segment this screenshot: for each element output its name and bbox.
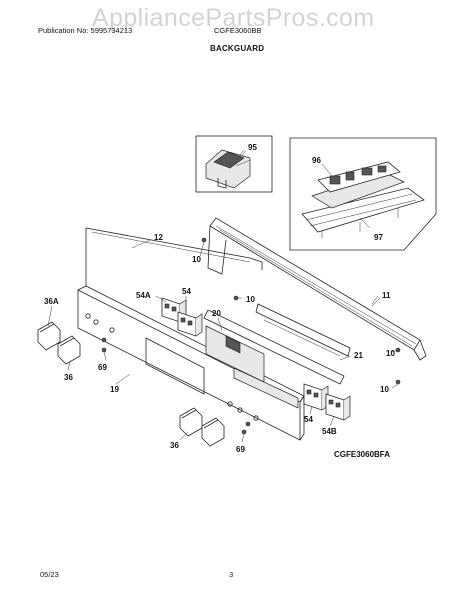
knobs: [37, 321, 225, 447]
callout-10-right: 10: [386, 349, 395, 358]
part-20-21-display: [203, 303, 351, 409]
callout-97: 97: [374, 233, 383, 242]
inset-95: [195, 135, 273, 193]
callout-69-left: 69: [98, 363, 107, 372]
callout-95: 95: [248, 143, 257, 152]
callout-36a: 36A: [44, 297, 59, 306]
callout-54b: 54B: [322, 427, 337, 436]
callout-54-bottom: 54: [304, 415, 313, 424]
callout-10-bottom: 10: [380, 385, 389, 394]
callout-36-bottom: 36: [170, 441, 179, 450]
callout-11: 11: [382, 291, 391, 300]
footer-page-number: 3: [229, 570, 234, 579]
callout-10-top: 10: [192, 255, 201, 264]
diagram-model-code: CGFE3060BFA: [334, 450, 391, 459]
screws: [101, 237, 401, 435]
publication-number: Publication No: 5995734213: [38, 26, 133, 35]
watermark: AppliancePartsPros.com: [92, 4, 375, 32]
callout-20: 20: [212, 309, 221, 318]
leader-lines: [47, 149, 399, 443]
model-number: CGFE3060BB: [214, 26, 262, 35]
callout-69-bottom: 69: [236, 445, 245, 454]
callout-36-left: 36: [64, 373, 73, 382]
callout-96: 96: [312, 156, 321, 165]
part-11-trim: [207, 217, 427, 361]
footer-date: 05/23: [40, 570, 59, 579]
inset-96-97: [289, 137, 437, 251]
callout-19: 19: [110, 385, 119, 394]
part-19-control-panel: [77, 285, 305, 441]
callout-54a: 54A: [136, 291, 151, 300]
section-title: BACKGUARD: [210, 44, 265, 53]
callout-10-mid: 10: [246, 295, 255, 304]
switches: [161, 297, 351, 421]
callout-12: 12: [154, 233, 163, 242]
callout-54-top: 54: [182, 287, 191, 296]
callout-21: 21: [354, 351, 363, 360]
